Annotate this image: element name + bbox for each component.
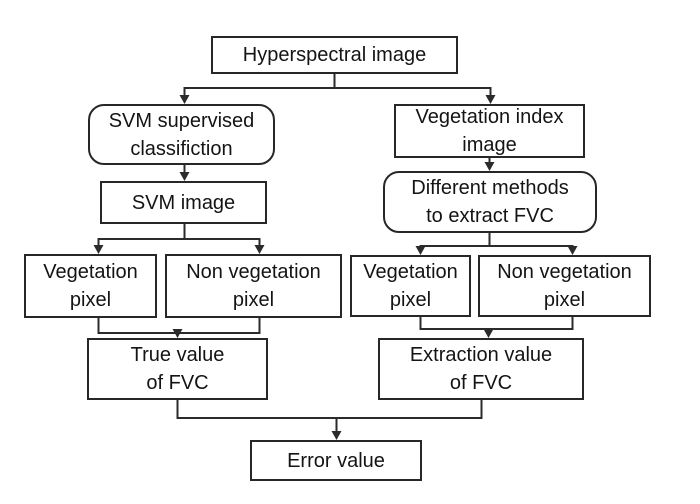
node-label: pixel: [69, 289, 112, 311]
node-label: Vegetation: [363, 261, 458, 283]
node-label: Vegetation index: [415, 106, 564, 128]
arrowhead-icon: [172, 329, 183, 338]
node-label: pixel: [232, 289, 275, 311]
node-error-value: Error value: [250, 440, 422, 481]
node-label: Hyperspectral image: [242, 44, 427, 66]
node-different-methods-to-extract-fvc: Different methods to extract FVC: [383, 171, 597, 233]
node-label: SVM supervised: [108, 109, 255, 132]
arrowhead-icon: [485, 95, 496, 104]
node-label: True value: [130, 344, 225, 366]
node-label: Vegetation: [43, 261, 138, 283]
node-vegetation-index-image: Vegetation index image: [394, 104, 585, 158]
node-label: pixel: [389, 289, 432, 311]
node-label: Non vegetation: [186, 261, 321, 283]
node-svm-supervised-classification: SVM supervised classifiction: [88, 104, 275, 165]
node-label: of FVC: [449, 372, 513, 394]
arrowhead-icon: [93, 245, 104, 254]
node-vegetation-pixel-right: Vegetation pixel: [350, 255, 471, 317]
node-label: to extract FVC: [426, 205, 554, 227]
arrowhead-icon: [331, 431, 342, 440]
node-label: Error value: [287, 449, 385, 472]
arrowhead-icon: [415, 246, 426, 255]
arrowhead-icon: [567, 246, 578, 255]
arrowhead-icon: [254, 245, 265, 254]
node-label: SVM image: [131, 191, 236, 214]
node-non-vegetation-pixel-left: Non vegetation pixel: [165, 254, 342, 318]
arrowhead-icon: [483, 329, 494, 338]
node-non-vegetation-pixel-right: Non vegetation pixel: [478, 255, 651, 317]
node-vegetation-pixel-left: Vegetation pixel: [24, 254, 157, 318]
node-label: pixel: [543, 289, 586, 311]
arrowhead-icon: [179, 172, 190, 181]
node-extraction-value-of-fvc: Extraction value of FVC: [378, 338, 584, 400]
node-svm-image: SVM image: [100, 181, 267, 224]
arrowhead-icon: [484, 162, 495, 171]
arrowhead-icon: [179, 95, 190, 104]
node-true-value-of-fvc: True value of FVC: [87, 338, 268, 400]
node-label: classifiction: [130, 137, 233, 160]
node-label: of FVC: [146, 372, 209, 394]
node-hyperspectral-image: Hyperspectral image: [211, 36, 458, 74]
node-label: Non vegetation: [497, 261, 632, 283]
node-label: image: [462, 134, 517, 156]
node-label: Extraction value: [409, 344, 553, 366]
node-label: Different methods: [411, 177, 569, 199]
